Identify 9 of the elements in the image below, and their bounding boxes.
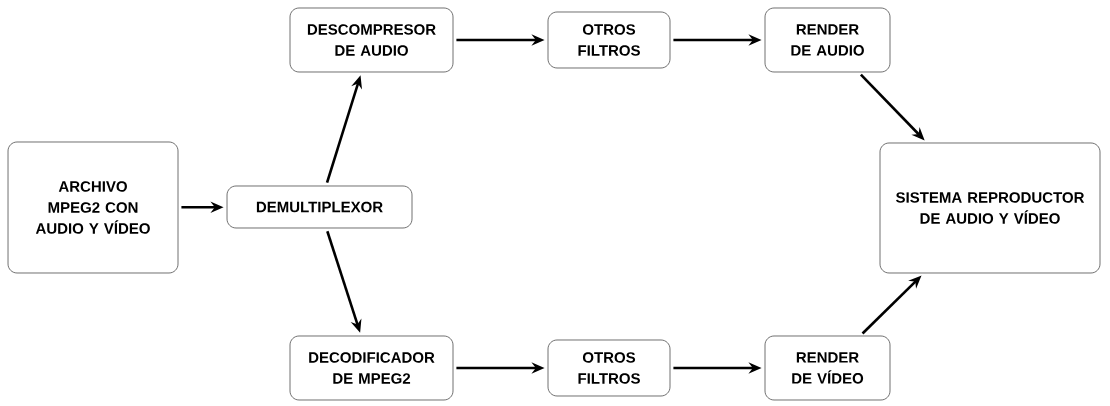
process-box: OTROS FILTROS <box>547 11 671 69</box>
process-box: DEMULTIPLEXOR <box>226 185 413 229</box>
process-box: RENDER DE AUDIO <box>764 7 891 73</box>
process-box: DESCOMPRESOR DE AUDIO <box>289 7 454 73</box>
process-box: RENDER DE VÍDEO <box>764 335 891 401</box>
process-box: SISTEMA REPRODUCTOR DE AUDIO Y VÍDEO <box>879 142 1101 274</box>
process-box: ARCHIVO MPEG2 CON AUDIO Y VÍDEO <box>7 141 179 274</box>
process-box: DECODIFICADOR DE MPEG2 <box>289 335 454 401</box>
process-box: OTROS FILTROS <box>547 339 671 397</box>
